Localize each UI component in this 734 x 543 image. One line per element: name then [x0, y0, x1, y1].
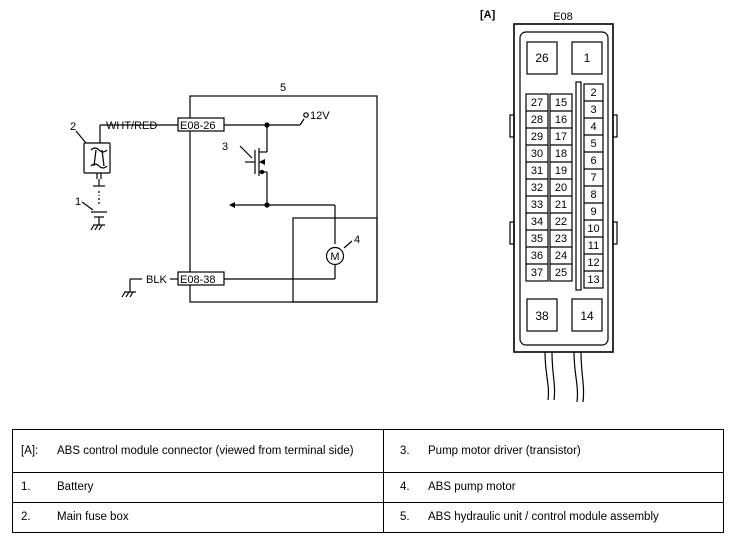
wire-label-top: WHT/RED — [106, 120, 157, 132]
pin-label: 5 — [590, 138, 596, 150]
connector-view-tag: [A] — [480, 9, 496, 21]
pin-label: 34 — [531, 216, 543, 228]
motor-symbol-label: M — [330, 251, 339, 263]
legend-cell-right: 5. ABS hydraulic unit / control module a… — [383, 502, 724, 533]
legend-row: 1. Battery 4. ABS pump motor — [12, 472, 724, 503]
legend-key: 4. — [400, 481, 410, 493]
pin-column-left — [525, 93, 549, 282]
pin-label: 11 — [588, 240, 599, 252]
pin-26: 26 — [535, 51, 549, 65]
pin-label: 2 — [590, 87, 596, 99]
assembly-number: 5 — [280, 82, 286, 94]
pin-label: 33 — [531, 199, 543, 211]
pin-label: 7 — [590, 172, 596, 184]
legend-text: Battery — [57, 481, 94, 493]
pin-label: 27 — [531, 97, 543, 109]
callout-battery: 1 — [75, 196, 81, 208]
legend-key: 5. — [400, 511, 410, 523]
pin-label: 35 — [531, 233, 543, 245]
legend-table: [A]: ABS control module connector (viewe… — [12, 429, 724, 533]
pin-box-1 — [571, 41, 603, 75]
callout-motor: 4 — [354, 234, 360, 246]
legend-key: 2. — [21, 511, 31, 523]
pin-label: 37 — [531, 267, 543, 279]
assembly-outline — [189, 95, 378, 303]
legend-cell-left: 1. Battery — [12, 472, 384, 503]
pin-label: 16 — [555, 114, 567, 126]
pin-label: 21 — [555, 199, 567, 211]
pin-label: 9 — [590, 206, 596, 218]
pin-label: 10 — [587, 223, 599, 235]
terminal-top: E08-26 — [180, 120, 215, 132]
wire-label-bottom: BLK — [146, 274, 167, 286]
pin-label: 20 — [555, 182, 567, 194]
connector-housing — [509, 23, 618, 403]
pin-38: 38 — [535, 309, 549, 323]
power-terminal-symbol — [303, 112, 309, 118]
pin-label: 13 — [587, 274, 599, 286]
legend-key: 3. — [400, 444, 410, 457]
legend-cell-left: 2. Main fuse box — [12, 502, 384, 533]
legend-cell-left: [A]: ABS control module connector (viewe… — [12, 429, 384, 473]
legend-text: Main fuse box — [57, 511, 129, 523]
legend-row: [A]: ABS control module connector (viewe… — [12, 429, 724, 473]
pin-label: 25 — [555, 267, 567, 279]
pin-label: 12 — [587, 257, 599, 269]
legend-text: ABS control module connector (viewed fro… — [57, 444, 354, 457]
pin-labels-mid: 15 16 17 18 19 20 21 22 23 24 25 — [555, 97, 567, 279]
pin-label: 23 — [555, 233, 567, 245]
callout-transistor: 3 — [222, 141, 228, 153]
pin-column-mid — [549, 93, 573, 282]
pin-label: 29 — [531, 131, 543, 143]
legend-cell-right: 3. Pump motor driver (transistor) — [383, 429, 724, 473]
pin-label: 3 — [590, 104, 596, 116]
pin-label: 28 — [531, 114, 543, 126]
wiring-diagram: 5 12V WHT/RED BLK E08-26 E08-38 2 1 3 4 … — [70, 9, 618, 403]
legend-key: 1. — [21, 481, 31, 493]
legend-text: ABS pump motor — [428, 481, 516, 493]
pin-label: 15 — [555, 97, 567, 109]
pin-1: 1 — [584, 51, 591, 65]
legend-row: 2. Main fuse box 5. ABS hydraulic unit /… — [12, 502, 724, 533]
pin-label: 4 — [590, 121, 596, 133]
pin-labels-right: 2 3 4 5 6 7 8 9 10 11 12 13 — [587, 87, 599, 286]
pin-label: 6 — [590, 155, 596, 167]
legend-text: ABS hydraulic unit / control module asse… — [428, 511, 659, 523]
pin-box-26 — [526, 41, 558, 75]
connector-name: E08 — [553, 11, 573, 23]
pin-label: 31 — [531, 165, 543, 177]
terminal-bottom: E08-38 — [180, 274, 215, 286]
main-fuse-box-symbol — [83, 142, 111, 174]
pin-label: 32 — [531, 182, 543, 194]
legend-key: [A]: — [21, 444, 39, 457]
legend-text: Pump motor driver (transistor) — [428, 444, 581, 457]
pin-box-38 — [526, 298, 558, 332]
pin-label: 17 — [555, 131, 567, 143]
pin-14: 14 — [580, 309, 594, 323]
power-label: 12V — [310, 110, 330, 122]
pin-label: 22 — [555, 216, 567, 228]
pin-label: 8 — [590, 189, 596, 201]
legend-cell-right: 4. ABS pump motor — [383, 472, 724, 503]
callout-fuse: 2 — [70, 121, 76, 133]
pin-box-14 — [571, 298, 603, 332]
circuit-schematic — [75, 95, 378, 303]
pin-label: 18 — [555, 148, 567, 160]
pin-label: 19 — [555, 165, 567, 177]
pin-labels-left: 27 28 29 30 31 32 33 34 35 36 37 — [531, 97, 543, 279]
pin-label: 30 — [531, 148, 543, 160]
pin-label: 24 — [555, 250, 567, 262]
pin-label: 36 — [531, 250, 543, 262]
pin-column-right — [583, 83, 604, 289]
